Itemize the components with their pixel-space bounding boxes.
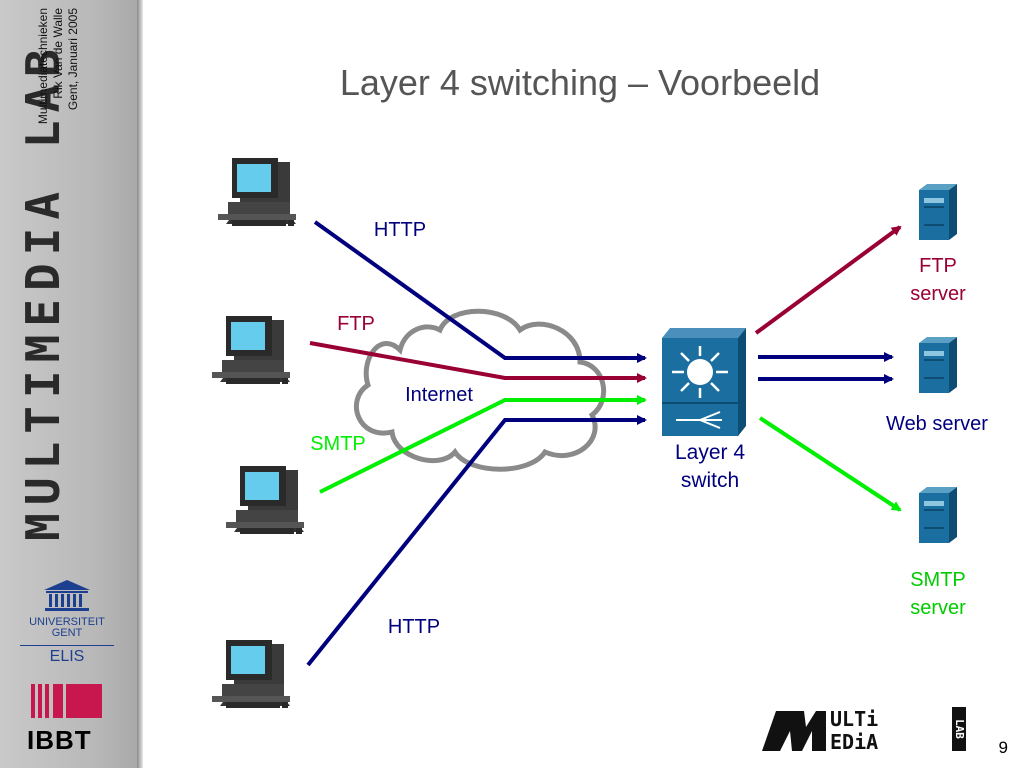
slide-title: Layer 4 switching – Voorbeeld bbox=[339, 62, 821, 103]
ftp-server-icon bbox=[919, 184, 957, 240]
switch-label: Layer 4 switch bbox=[650, 439, 770, 495]
switch-label-line1: Layer 4 bbox=[674, 441, 746, 464]
smtp-label: SMTP bbox=[310, 433, 366, 455]
department-name: ELIS bbox=[20, 645, 114, 666]
web-server-label: Web server bbox=[886, 413, 988, 435]
layer4-switch-icon bbox=[662, 328, 746, 436]
brand-side-label: LAB bbox=[953, 719, 966, 739]
ftp-server-label-line1: FTP bbox=[919, 255, 957, 277]
brand-line2: EDiA bbox=[830, 730, 878, 753]
client-pc-3-icon bbox=[226, 466, 304, 534]
switch-label-line2: switch bbox=[680, 469, 740, 492]
ftp-connection-line bbox=[309, 341, 647, 383]
client-pc-4-icon bbox=[212, 640, 290, 708]
ftp-server-label-line2: server bbox=[910, 283, 966, 305]
university-name-line2: GENT bbox=[51, 627, 83, 639]
web-server-icon bbox=[919, 337, 957, 393]
http-connection-line-bottom bbox=[306, 415, 647, 667]
smtp-connection-line bbox=[319, 395, 647, 494]
multimedia-lab-logo: ULTi EDiA LAB bbox=[762, 705, 972, 757]
smtp-server-label: SMTP server bbox=[888, 566, 988, 622]
ibbt-name: IBBT bbox=[27, 725, 92, 755]
sidebar-divider bbox=[137, 0, 143, 768]
ftp-label: FTP bbox=[337, 313, 375, 335]
http-connection-line-top bbox=[313, 220, 647, 363]
smtp-server-label-line2: server bbox=[910, 597, 966, 619]
sidebar: MULTIMEDIA LAB Multimediatechnieken Rik … bbox=[0, 0, 137, 768]
university-name-line1: UNIVERSITEIT bbox=[29, 616, 105, 628]
ugent-logo: UNIVERSITEIT GENT ELIS bbox=[20, 578, 114, 666]
brand-line1: ULTi bbox=[830, 707, 878, 731]
internet-cloud bbox=[353, 308, 607, 472]
page-number: 9 bbox=[998, 738, 1008, 757]
smtp-server-label-line1: SMTP bbox=[910, 569, 966, 591]
multimedia-lab-logo-graphic: ULTi EDiA LAB bbox=[762, 707, 966, 754]
internet-label: Internet bbox=[405, 384, 473, 406]
university-building-icon bbox=[44, 580, 90, 611]
client-pc-1-icon bbox=[218, 158, 296, 226]
ftp-server-label: FTP server bbox=[888, 252, 988, 308]
smtp-server-link bbox=[758, 416, 902, 512]
client-pc-2-icon bbox=[212, 316, 290, 384]
ftp-server-link bbox=[754, 225, 902, 335]
smtp-server-icon bbox=[919, 487, 957, 543]
http-label-bottom: HTTP bbox=[387, 616, 441, 638]
ibbt-bars-icon bbox=[31, 684, 102, 718]
ibbt-logo: IBBT bbox=[27, 684, 107, 756]
http-label-top: HTTP bbox=[373, 219, 427, 241]
